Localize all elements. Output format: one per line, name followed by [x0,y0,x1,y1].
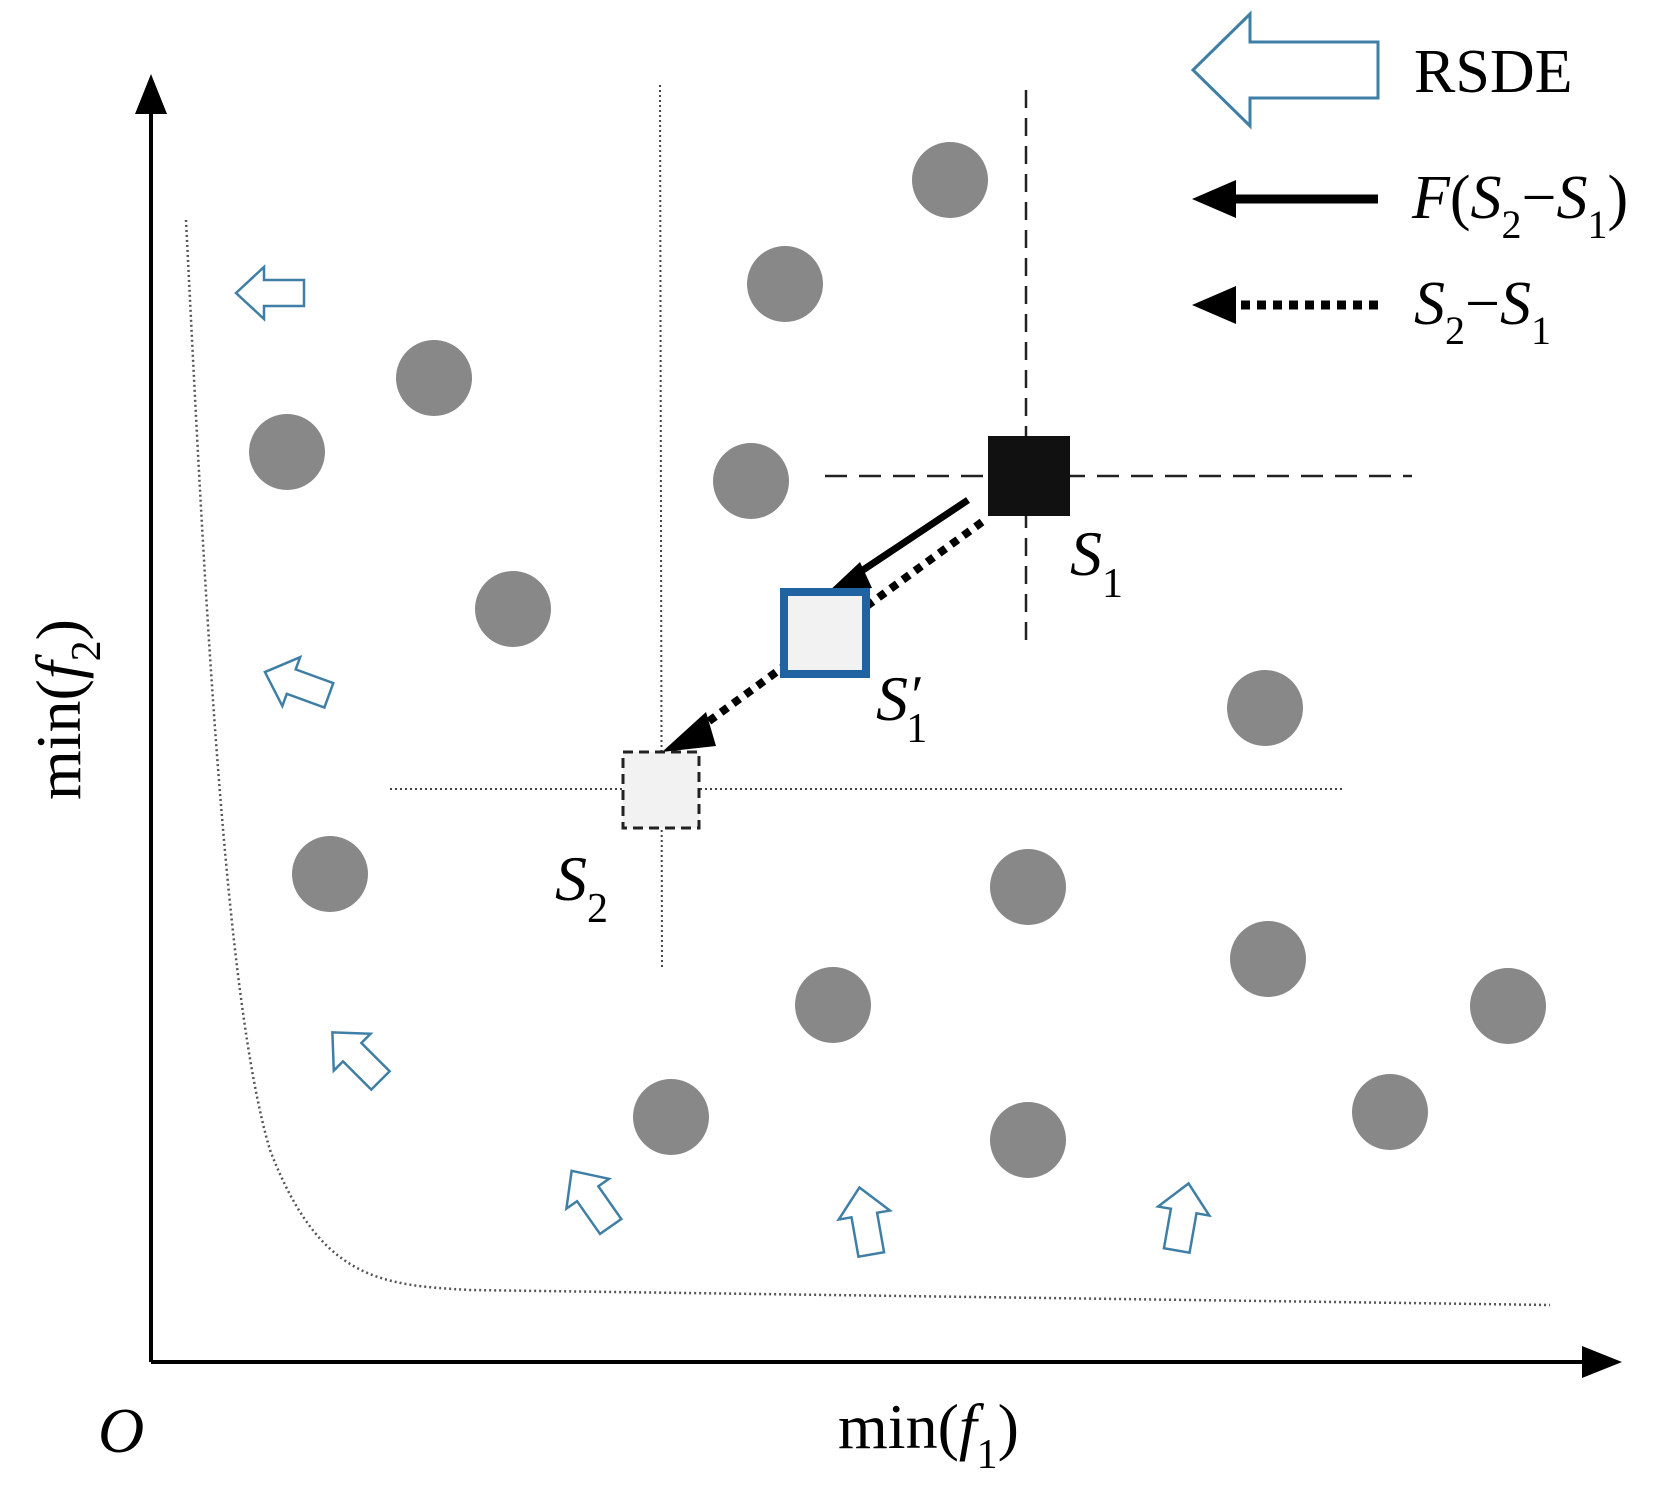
population-point [475,571,551,647]
s1-label: S1 [1070,518,1123,607]
s2-square [621,750,701,830]
axes [135,74,1622,1378]
legend-dotted-arrow-icon [1192,286,1378,324]
population-point [990,1102,1066,1178]
rsde-arrow-icon [1155,1181,1212,1255]
rsde-arrow-icon [234,264,306,322]
y-axis-arrowhead [135,74,167,114]
scaled-difference-vector [846,497,970,583]
population-point [795,967,871,1043]
rsde-arrow-icon [836,1185,893,1259]
population-point [633,1079,709,1155]
pareto-front-curve [184,219,1551,1307]
population-point [1352,1074,1428,1150]
population-point [1470,968,1546,1044]
population-point [912,142,988,218]
legend-diff-label: S2−S1 [1414,270,1551,353]
rsde-arrow-icon [331,1031,392,1092]
s2-vertical-dotted-line [659,84,663,971]
x-axis-label: min(f1) [838,1391,1019,1478]
population-point [1230,921,1306,997]
legend-rsde-label: RSDE [1414,38,1572,106]
legend-scaled-diff-label: F(S2−S1) [1411,164,1628,247]
population-point [990,849,1066,925]
population-point [292,836,368,912]
x-axis-arrowhead [1582,1346,1622,1378]
population-point [747,246,823,322]
population-point [713,443,789,519]
population-point [396,340,472,416]
origin-label: O [98,1395,144,1466]
population [249,142,1546,1178]
s1-square [988,436,1070,516]
s1-prime-square [780,588,870,678]
population-point [1227,670,1303,746]
y-axis-label: min(f2) [23,619,110,800]
legend: RSDE F(S2−S1) S2−S1 [1190,10,1628,353]
legend-rsde-arrow-icon [1190,10,1380,130]
scaled-difference-arrowhead [826,562,872,594]
s2-label: S2 [555,843,608,932]
s1-prime-label: S′1 [876,663,927,752]
legend-solid-arrow-icon [1192,180,1378,218]
rsde-arrow-icon [263,654,335,710]
rsde-direction-arrows [234,264,1212,1259]
population-point [249,414,325,490]
rsde-arrow-icon [564,1169,624,1236]
difference-vector-arrowhead [662,712,716,752]
